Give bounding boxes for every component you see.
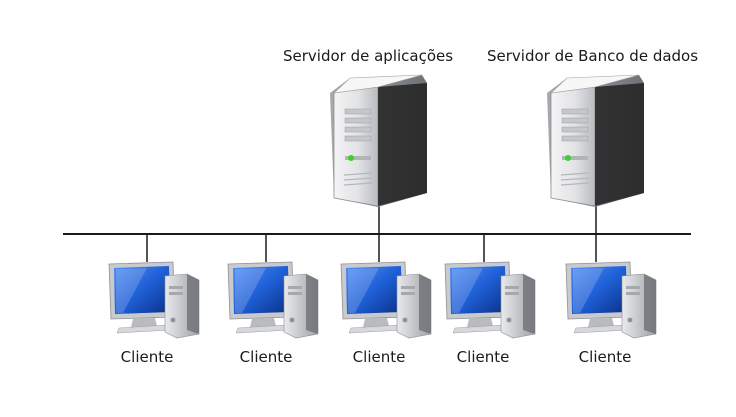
- client-label: Cliente: [239, 348, 293, 366]
- desktop-computer-icon: [565, 261, 657, 339]
- desktop-computer-icon: [444, 261, 536, 339]
- server-tower-icon: [330, 74, 427, 207]
- desktop-computer-icon: [108, 261, 200, 339]
- client-label: Cliente: [352, 348, 406, 366]
- client-label: Cliente: [120, 348, 174, 366]
- server-label-database: Servidor de Banco de dados: [487, 47, 699, 65]
- desktop-computer-icon: [227, 261, 319, 339]
- client-label: Cliente: [578, 348, 632, 366]
- client-label: Cliente: [456, 348, 510, 366]
- server-label-application: Servidor de aplicações: [283, 47, 454, 65]
- desktop-computer-icon: [340, 261, 432, 339]
- server-tower-icon: [547, 74, 644, 207]
